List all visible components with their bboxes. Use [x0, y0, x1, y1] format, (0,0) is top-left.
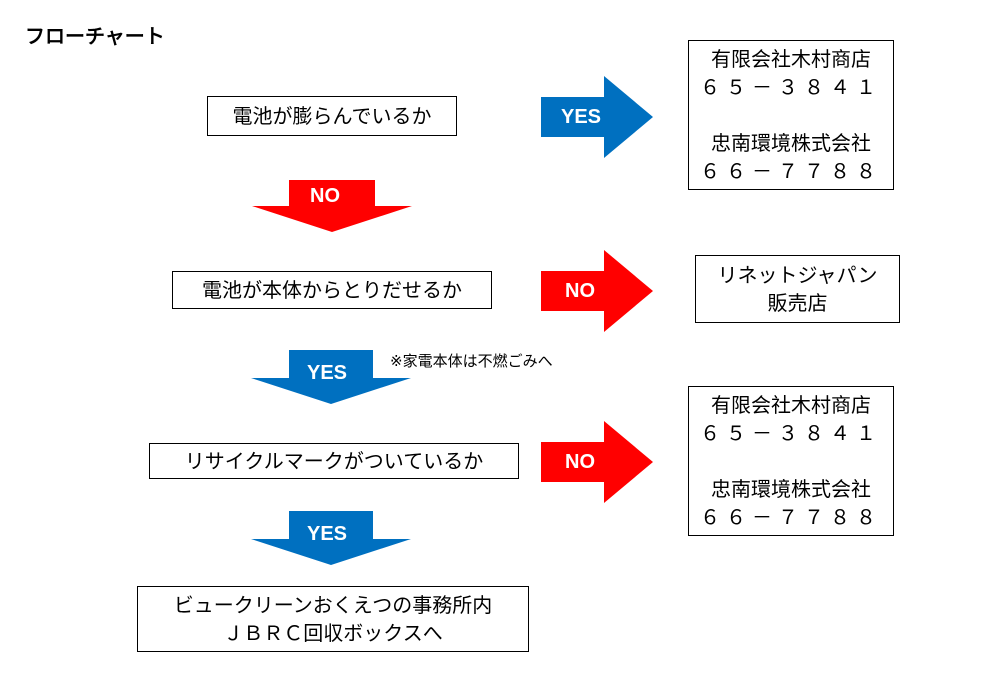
dealer-name: 忠南環境株式会社: [711, 131, 871, 155]
jbrc-location: ビュークリーンおくえつの事務所内: [173, 593, 493, 617]
question-battery-removable: 電池が本体からとりだせるか: [172, 271, 492, 309]
arrow-label: YES: [561, 106, 602, 128]
jbrc-box-text: ＪＢＲＣ回収ボックスへ: [223, 621, 443, 645]
dealer-phone: ６６－７７８８: [700, 159, 882, 183]
appliance-note: ※家電本体は不燃ごみへ: [390, 352, 553, 370]
arrow-right-shape: [541, 250, 653, 332]
dealer-phone: ６６－７７８８: [700, 505, 882, 529]
no-arrow-down: NO: [252, 180, 412, 232]
arrow-right-shape: [541, 76, 653, 158]
arrow-label: YES: [307, 362, 348, 384]
rinet-shop: 販売店: [767, 291, 828, 315]
arrow-label: NO: [565, 451, 595, 473]
result-jbrc-box: ビュークリーンおくえつの事務所内 ＪＢＲＣ回収ボックスへ: [137, 586, 529, 652]
page-title: フローチャート: [25, 24, 165, 48]
rinet-name: リネットジャパン: [717, 263, 878, 287]
result-dealers-box: 有限会社木村商店 ６５－３８４１ 忠南環境株式会社 ６６－７７８８: [688, 40, 894, 190]
no-arrow-right: NO: [541, 250, 653, 332]
yes-arrow-right: YES: [541, 76, 653, 158]
dealer-name: 忠南環境株式会社: [711, 477, 871, 501]
question-text: リサイクルマークがついているか: [184, 449, 484, 473]
question-text: 電池が膨らんでいるか: [232, 104, 432, 128]
question-text: 電池が本体からとりだせるか: [202, 278, 462, 302]
dealer-phone: ６５－３８４１: [700, 421, 882, 445]
arrow-down-shape: [251, 511, 411, 565]
question-battery-swollen: 電池が膨らんでいるか: [207, 96, 457, 136]
arrow-label: YES: [307, 523, 348, 545]
arrow-right-shape: [541, 421, 653, 503]
question-recycle-mark: リサイクルマークがついているか: [149, 443, 519, 479]
no-arrow-right: NO: [541, 421, 653, 503]
result-rinet-box: リネットジャパン 販売店: [695, 255, 900, 323]
result-dealers-box: 有限会社木村商店 ６５－３８４１ 忠南環境株式会社 ６６－７７８８: [688, 386, 894, 536]
arrow-down-shape: [252, 180, 412, 232]
arrow-down-shape: [251, 350, 411, 404]
yes-arrow-down: YES: [251, 350, 411, 404]
dealer-name: 有限会社木村商店: [711, 393, 871, 417]
arrow-label: NO: [565, 280, 595, 302]
arrow-label: NO: [310, 185, 340, 207]
dealer-phone: ６５－３８４１: [700, 75, 882, 99]
yes-arrow-down: YES: [251, 511, 411, 565]
dealer-name: 有限会社木村商店: [711, 47, 871, 71]
